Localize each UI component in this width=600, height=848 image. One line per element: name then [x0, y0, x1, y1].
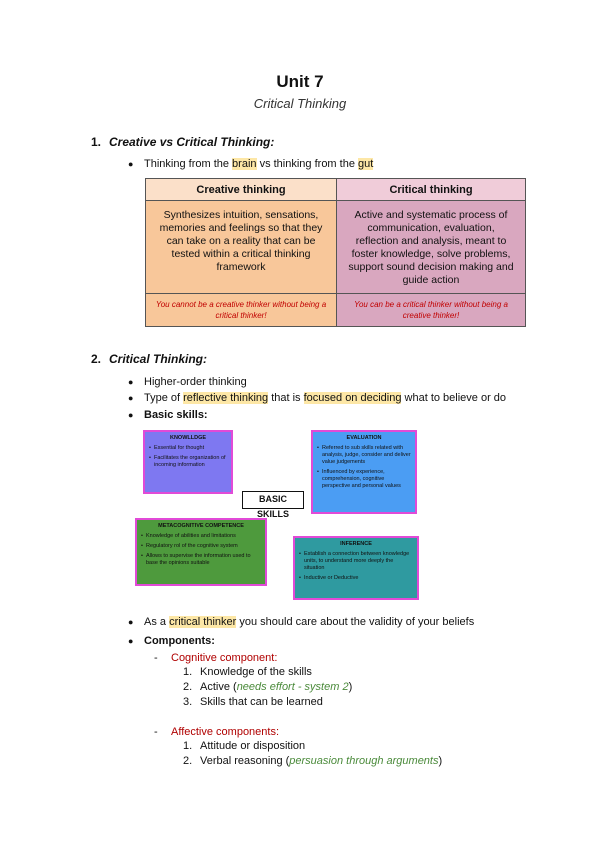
affective-component-label: - Affective components:: [154, 725, 279, 739]
bullet-dot: ●: [128, 159, 134, 169]
list-number: 2.: [183, 681, 193, 693]
box-item: Establish a connection between knowledge…: [299, 551, 413, 572]
dash-marker: -: [154, 726, 158, 738]
text: Active (: [200, 681, 237, 693]
text: Basic skills:: [144, 409, 208, 421]
basic-skills-label: BASIC SKILLS: [242, 491, 304, 519]
section-title: Critical Thinking:: [109, 352, 208, 366]
box-item: Referred to sub skills related with anal…: [317, 445, 411, 466]
evaluation-box: EVALUATION Referred to sub skills relate…: [311, 430, 417, 514]
knowledge-box: KNOWLLDGE Essential for thought Facilita…: [143, 430, 233, 494]
cognitive-component-label: - Cognitive component:: [154, 651, 277, 665]
note: persuasion through arguments: [289, 755, 439, 767]
list-number: 2.: [183, 755, 193, 767]
list-item: 3. Skills that can be learned: [183, 695, 323, 709]
box-item: Knowledge of abilities and limitations: [141, 533, 261, 540]
metacognitive-box: METACOGNITIVE COMPETENCE Knowledge of ab…: [135, 518, 267, 586]
box-item: Inductive or Deductive: [299, 575, 413, 582]
text: ): [438, 755, 443, 767]
bullet-components: ● Components:: [128, 634, 215, 648]
text: ): [348, 681, 353, 693]
bullet-reflective: ● Type of reflective thinking that is foc…: [128, 391, 506, 405]
box-title: INFERENCE: [340, 541, 372, 547]
box-title: KNOWLLDGE: [169, 435, 207, 441]
text: As a: [144, 616, 170, 628]
box-item: Influenced by experience, comprehension,…: [317, 469, 411, 490]
list-item: 1. Attitude or disposition: [183, 739, 305, 753]
text: you should care about the validity of yo…: [236, 616, 475, 628]
highlight: gut: [358, 158, 374, 170]
comparison-table: Creative thinking Critical thinking Synt…: [145, 178, 526, 327]
note: needs effort - system 2: [236, 681, 349, 693]
page-title: Unit 7: [276, 72, 324, 91]
box-item: Regulatory rol of the cognitive system: [141, 543, 261, 550]
bullet-dot: ●: [128, 410, 134, 420]
section-2-heading: 2. Critical Thinking:: [91, 352, 207, 366]
table-cell-creative: Synthesizes intuition, sensations, memor…: [145, 200, 337, 294]
section-1-heading: 1. Creative vs Critical Thinking:: [91, 135, 274, 149]
text: Skills that can be learned: [200, 696, 323, 708]
box-title: METACOGNITIVE COMPETENCE: [158, 523, 244, 529]
text: vs thinking from the: [256, 158, 359, 170]
table-note-creative: You cannot be a creative thinker without…: [145, 293, 337, 327]
box-item: Essential for thought: [149, 445, 227, 452]
list-number: 3.: [183, 696, 193, 708]
text: Thinking from the: [144, 158, 233, 170]
text: that is: [268, 392, 304, 404]
table-cell-critical: Active and systematic process of communi…: [336, 200, 526, 294]
text: Verbal reasoning (: [200, 755, 290, 767]
section-number: 1.: [91, 135, 102, 149]
highlight: focused on deciding: [303, 392, 402, 404]
text: Attitude or disposition: [200, 740, 306, 752]
bullet-critical-thinker: ● As a critical thinker you should care a…: [128, 615, 474, 629]
text: Cognitive component:: [171, 652, 278, 664]
highlight: reflective thinking: [183, 392, 269, 404]
bullet-dot: ●: [128, 636, 134, 646]
highlight: critical thinker: [169, 616, 237, 628]
text: what to believe or do: [401, 392, 507, 404]
text: Knowledge of the skills: [200, 666, 312, 678]
bullet-dot: ●: [128, 393, 134, 403]
highlight: brain: [232, 158, 257, 170]
table-header-creative: Creative thinking: [145, 178, 337, 201]
list-item: 2. Verbal reasoning (persuasion through a…: [183, 754, 442, 768]
section-title: Creative vs Critical Thinking:: [109, 135, 275, 149]
box-item: Allows to supervise the information used…: [141, 553, 261, 567]
bullet-brain-gut: ● Thinking from the brain vs thinking fro…: [128, 157, 374, 171]
page-subtitle: Critical Thinking: [253, 96, 347, 111]
list-item: 1. Knowledge of the skills: [183, 665, 312, 679]
table-note-critical: You can be a critical thinker without be…: [336, 293, 526, 327]
section-number: 2.: [91, 352, 102, 366]
bullet-dot: ●: [128, 377, 134, 387]
box-title: EVALUATION: [346, 435, 382, 441]
list-number: 1.: [183, 666, 193, 678]
list-number: 1.: [183, 740, 193, 752]
table-header-critical: Critical thinking: [336, 178, 526, 201]
text: Components:: [144, 635, 215, 647]
bullet-higher-order: ● Higher-order thinking: [128, 375, 247, 389]
list-item: 2. Active (needs effort - system 2): [183, 680, 352, 694]
text: Type of: [144, 392, 184, 404]
basic-skills-diagram: KNOWLLDGE Essential for thought Facilita…: [135, 428, 425, 604]
bullet-basic-skills: ● Basic skills:: [128, 408, 208, 422]
bullet-dot: ●: [128, 617, 134, 627]
inference-box: INFERENCE Establish a connection between…: [293, 536, 419, 600]
dash-marker: -: [154, 652, 158, 664]
box-item: Facilitates the organization of incoming…: [149, 455, 227, 469]
text: Higher-order thinking: [144, 376, 247, 388]
text: Affective components:: [171, 726, 280, 738]
